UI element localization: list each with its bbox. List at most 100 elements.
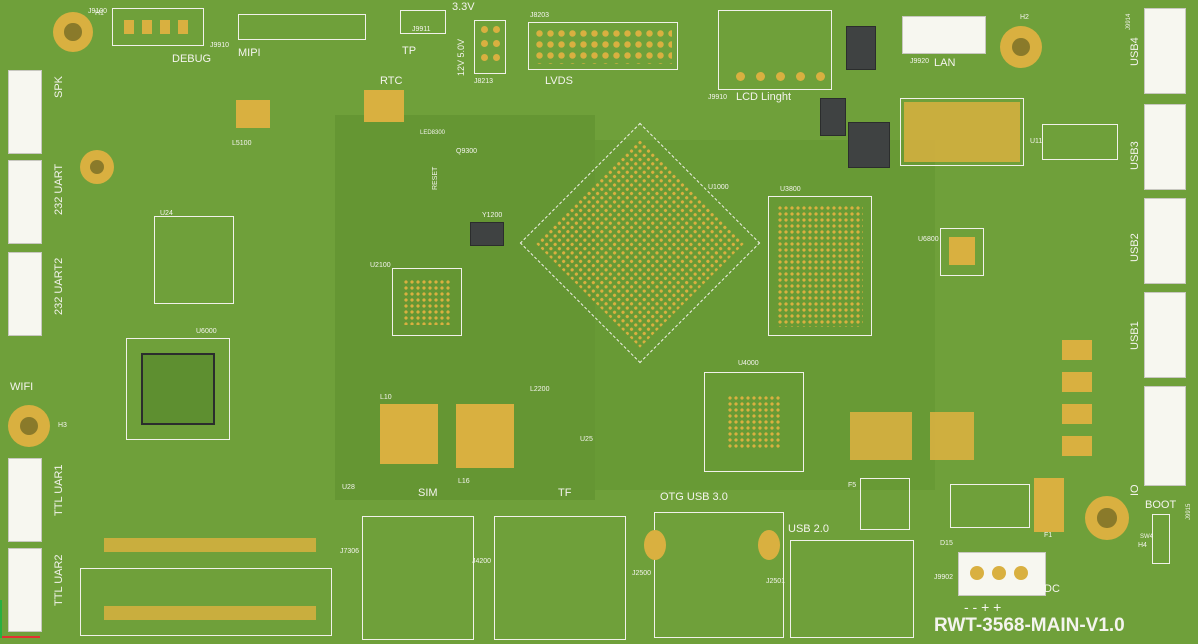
label-usb3: USB3 [1129, 141, 1141, 170]
crystal-y1200 [470, 222, 504, 246]
label-dc: DC [1044, 583, 1060, 595]
lcd-light-pin [776, 72, 785, 81]
refdes-h4: H4 [1138, 542, 1147, 549]
refdes-j9100: J9100 [88, 8, 108, 15]
label-otg-usb3: OTG USB 3.0 [660, 491, 728, 503]
header-pin [493, 54, 500, 61]
u24-outline [154, 216, 234, 304]
uart-232-connector [8, 160, 42, 244]
usb2-side-connector [1144, 198, 1186, 284]
refdes-f1: F1 [1044, 532, 1053, 539]
uart-232-2-connector [8, 252, 42, 336]
refdes-j8213: J8213 [474, 78, 494, 85]
refdes-l16: L16 [458, 478, 470, 485]
lcd-light-pin [756, 72, 765, 81]
lvds-pins [534, 28, 672, 64]
mounting-hole-h1 [53, 12, 93, 52]
diode-d15 [950, 484, 1030, 528]
label-debug: DEBUG [172, 53, 212, 65]
mounting-hole-small [80, 150, 114, 184]
m2-slot-outline [80, 568, 332, 636]
refdes-u1000: U1000 [708, 184, 729, 191]
refdes-h1: H1 [95, 10, 104, 17]
io-connector [1144, 386, 1186, 486]
inductor-large [848, 122, 890, 168]
tp-connector [400, 10, 446, 34]
m2-slot-pads [104, 538, 316, 552]
spk-connector [8, 70, 42, 154]
lcd-light-pin [796, 72, 805, 81]
label-usb1: USB1 [1129, 321, 1141, 350]
refdes-l5100: L5100 [232, 140, 252, 147]
header-pin [493, 40, 500, 47]
refdes-u6800: U6800 [918, 236, 939, 243]
pmic-outline [392, 268, 462, 336]
label-uart-232-2: 232 UART2 [53, 257, 65, 315]
label-ttl-uart1: TTL UAR1 [53, 464, 65, 516]
label-spk: SPK [53, 75, 65, 98]
lan-chip-pad [904, 102, 1020, 162]
wifi-module-outline [126, 338, 230, 440]
ddr-bga-balls [777, 205, 863, 327]
otg-usb3-mount-left [644, 530, 666, 560]
refdes-h2: H2 [1020, 14, 1029, 21]
otg-usb3-mount-right [758, 530, 780, 560]
capacitor-pad [1062, 372, 1092, 392]
m2-slot-pads-bottom [104, 606, 316, 620]
refdes-q9300: Q9300 [456, 148, 478, 155]
refdes-led8300: LED8300 [420, 130, 446, 136]
debug-connector [112, 8, 204, 46]
label-12v-5v: 12V 5.0V [456, 38, 466, 76]
origin-y-axis [0, 600, 2, 638]
refdes-u3800: U3800 [780, 186, 801, 193]
label-lvds: LVDS [545, 75, 573, 87]
ttl-uart2-connector [8, 548, 42, 632]
inductor-mid [820, 98, 846, 136]
usb4-connector [1144, 8, 1186, 94]
lcd-light-pin [816, 72, 825, 81]
lan-connector [902, 16, 986, 54]
refdes-l2200: L2200 [530, 386, 550, 393]
lcd-light-pin [736, 72, 745, 81]
refdes-j9914: J9914 [1126, 13, 1132, 30]
usb3-connector [1144, 104, 1186, 190]
tf-slot-outline [494, 516, 626, 640]
inductor-top [846, 26, 876, 70]
capacitor-pad [1062, 404, 1092, 424]
refdes-j8203: J8203 [530, 12, 550, 19]
header-pin [481, 40, 488, 47]
label-lan: LAN [934, 57, 956, 69]
refdes-f5: F5 [848, 482, 857, 489]
refdes-u2100: U2100 [370, 262, 391, 269]
lcd-light-connector [718, 10, 832, 90]
header-pin [481, 54, 488, 61]
refdes-h3: H3 [58, 422, 67, 429]
mounting-hole-h3 [8, 405, 50, 447]
ddr-outline [768, 196, 872, 336]
board-title: RWT-3568-MAIN-V1.0 [934, 615, 1125, 636]
refdes-l10: L10 [380, 394, 392, 401]
capacitor-pad [1062, 340, 1092, 360]
wifi-module-chip [141, 353, 215, 425]
emmc-outline [704, 372, 804, 472]
mounting-hole-h2 [1000, 26, 1042, 68]
refdes-j4200: J4200 [472, 558, 492, 565]
lvds-connector [528, 22, 678, 70]
boot-switch [1152, 514, 1170, 564]
refdes-d15: D15 [940, 540, 953, 547]
sim-slot-outline [362, 516, 474, 640]
refdes-j9915: J9915 [1186, 503, 1192, 520]
label-mipi: MIPI [238, 47, 261, 59]
label-reset: RESET [432, 166, 439, 190]
refdes-j9911: J9911 [412, 26, 431, 33]
refdes-j9902: J9902 [934, 574, 954, 581]
label-wifi: WIFI [10, 381, 34, 393]
refdes-y1200: Y1200 [482, 212, 503, 219]
power-inductor-right [850, 412, 912, 460]
label-ttl-uart2: TTL UAR2 [53, 554, 65, 606]
emmc-bga-balls [727, 395, 781, 449]
refdes-u6000: U6000 [196, 328, 217, 335]
label-lcd-light: LCD Linght [736, 91, 792, 103]
usb1-connector [1144, 292, 1186, 378]
